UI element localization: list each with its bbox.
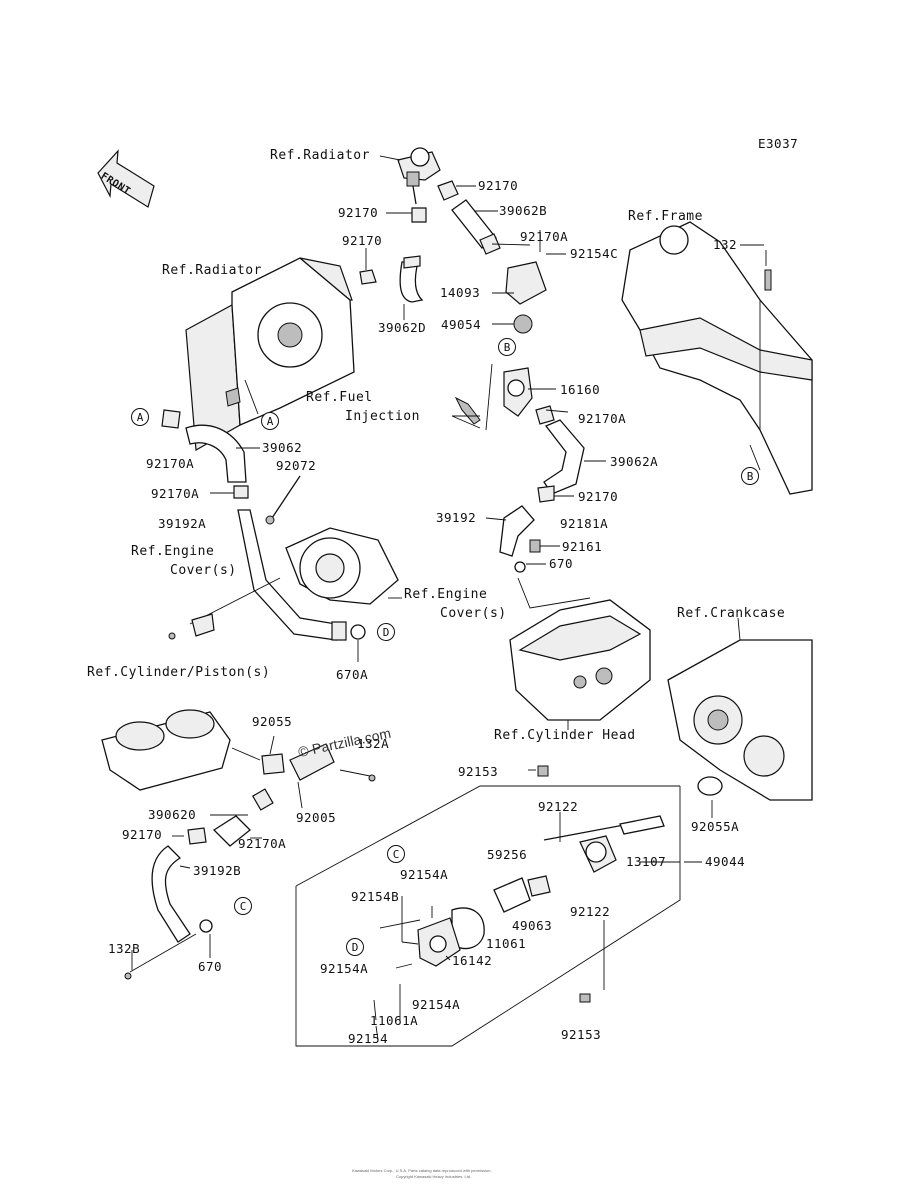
ref-fuel-injection-line2[interactable]: Injection [345, 409, 420, 424]
part-label-14093[interactable]: 14093 [440, 285, 481, 300]
fuel-injection-marker [451, 363, 493, 431]
part-label-92055[interactable]: 92055 [252, 714, 293, 729]
radiator-filler-neck [397, 147, 441, 205]
frame [621, 221, 813, 495]
part-label-49063[interactable]: 49063 [512, 918, 553, 933]
leader-lines [131, 155, 767, 1041]
part-label-39192B[interactable]: 39192B [193, 863, 242, 878]
part-label-59256[interactable]: 59256 [487, 847, 528, 862]
marker-circle-a: A [131, 408, 149, 426]
part-label-92170[interactable]: 92170 [342, 233, 383, 248]
ref-cylinder-head[interactable]: Ref.Cylinder Head [494, 728, 636, 743]
marker-circle-a: A [261, 412, 279, 430]
part-label-92005[interactable]: 92005 [296, 810, 337, 825]
part-label-49054[interactable]: 49054 [441, 317, 482, 332]
pipe-39062A [499, 419, 591, 609]
part-label-39062[interactable]: 39062 [262, 440, 303, 455]
diagram-code: E3037 [758, 136, 799, 151]
marker-circle-d: D [377, 623, 395, 641]
water-pump-assembly [295, 765, 681, 1047]
part-label-39062A[interactable]: 39062A [610, 454, 659, 469]
part-label-92170[interactable]: 92170 [478, 178, 519, 193]
part-label-92170A[interactable]: 92170A [151, 486, 200, 501]
engine-cover [168, 527, 399, 640]
part-label-92161[interactable]: 92161 [562, 539, 603, 554]
part-label-670[interactable]: 670 [198, 959, 223, 974]
part-label-92072[interactable]: 92072 [276, 458, 317, 473]
footer-copyright-line2: Copyright Kawasaki Heavy Industries, Ltd… [396, 1174, 472, 1179]
pipe-39192A [237, 475, 366, 641]
part-label-39192[interactable]: 39192 [436, 510, 477, 525]
hoses-top [359, 180, 501, 303]
ref-engine-cover-left-line2[interactable]: Cover(s) [170, 563, 237, 578]
marker-circle-d: D [346, 938, 364, 956]
part-label-11061A[interactable]: 11061A [370, 1013, 419, 1028]
thermostat-housing [503, 230, 555, 425]
ref-radiator-top[interactable]: Ref.Radiator [270, 148, 370, 163]
part-label-92170A[interactable]: 92170A [146, 456, 195, 471]
part-label-92154[interactable]: 92154 [348, 1031, 389, 1046]
part-label-92170A[interactable]: 92170A [520, 229, 569, 244]
part-label-670A[interactable]: 670A [336, 667, 369, 682]
hose-39062 [161, 409, 249, 499]
part-label-13107[interactable]: 13107 [626, 854, 667, 869]
cylinder-block [101, 709, 376, 791]
part-label-92154A[interactable]: 92154A [400, 867, 449, 882]
part-label-92170[interactable]: 92170 [578, 489, 619, 504]
part-label-92154B[interactable]: 92154B [351, 889, 400, 904]
part-label-132[interactable]: 132 [713, 237, 738, 252]
part-label-92170[interactable]: 92170 [338, 205, 379, 220]
part-label-92153[interactable]: 92153 [561, 1027, 602, 1042]
marker-circle-c: C [387, 845, 405, 863]
part-label-11061[interactable]: 11061 [486, 936, 527, 951]
marker-circle-b: B [741, 467, 759, 485]
part-label-39192A[interactable]: 39192A [158, 516, 207, 531]
cylinder-head [509, 599, 651, 730]
part-label-92122[interactable]: 92122 [570, 904, 611, 919]
part-label-92181A[interactable]: 92181A [560, 516, 609, 531]
crankcase [667, 617, 813, 801]
ref-engine-cover-left-line1[interactable]: Ref.Engine [131, 544, 215, 559]
part-label-92170A[interactable]: 92170A [238, 836, 287, 851]
part-label-132B[interactable]: 132B [108, 941, 141, 956]
ref-engine-cover-right-line1[interactable]: Ref.Engine [404, 587, 488, 602]
front-arrow [97, 149, 155, 208]
part-label-92170A[interactable]: 92170A [578, 411, 627, 426]
part-label-132A[interactable]: 132A [357, 736, 390, 751]
part-label-92122[interactable]: 92122 [538, 799, 579, 814]
marker-circle-b: B [498, 338, 516, 356]
part-label-92170[interactable]: 92170 [122, 827, 163, 842]
part-label-92153[interactable]: 92153 [458, 764, 499, 779]
marker-circle-c: C [234, 897, 252, 915]
footer-copyright-line1: Kawasaki Motors Corp., U.S.A. Parts cata… [352, 1168, 492, 1173]
ref-radiator-left[interactable]: Ref.Radiator [162, 263, 262, 278]
part-label-16160[interactable]: 16160 [560, 382, 601, 397]
part-label-92154C[interactable]: 92154C [570, 246, 619, 261]
ref-cylinder-piston[interactable]: Ref.Cylinder/Piston(s) [87, 665, 271, 680]
part-label-92055A[interactable]: 92055A [691, 819, 740, 834]
part-label-390620[interactable]: 390620 [148, 807, 197, 822]
part-label-16142[interactable]: 16142 [452, 953, 493, 968]
radiator-left [185, 257, 355, 451]
pipe-390620 [124, 788, 274, 980]
part-label-92154A[interactable]: 92154A [412, 997, 461, 1012]
part-label-39062B[interactable]: 39062B [499, 203, 548, 218]
part-label-49044[interactable]: 49044 [705, 854, 746, 869]
part-label-670[interactable]: 670 [549, 556, 574, 571]
ref-frame[interactable]: Ref.Frame [628, 209, 703, 224]
part-label-92154A[interactable]: 92154A [320, 961, 369, 976]
part-label-39062D[interactable]: 39062D [378, 320, 427, 335]
ref-engine-cover-right-line2[interactable]: Cover(s) [440, 606, 507, 621]
ref-fuel-injection-line1[interactable]: Ref.Fuel [306, 390, 373, 405]
ref-crankcase[interactable]: Ref.Crankcase [677, 606, 786, 621]
